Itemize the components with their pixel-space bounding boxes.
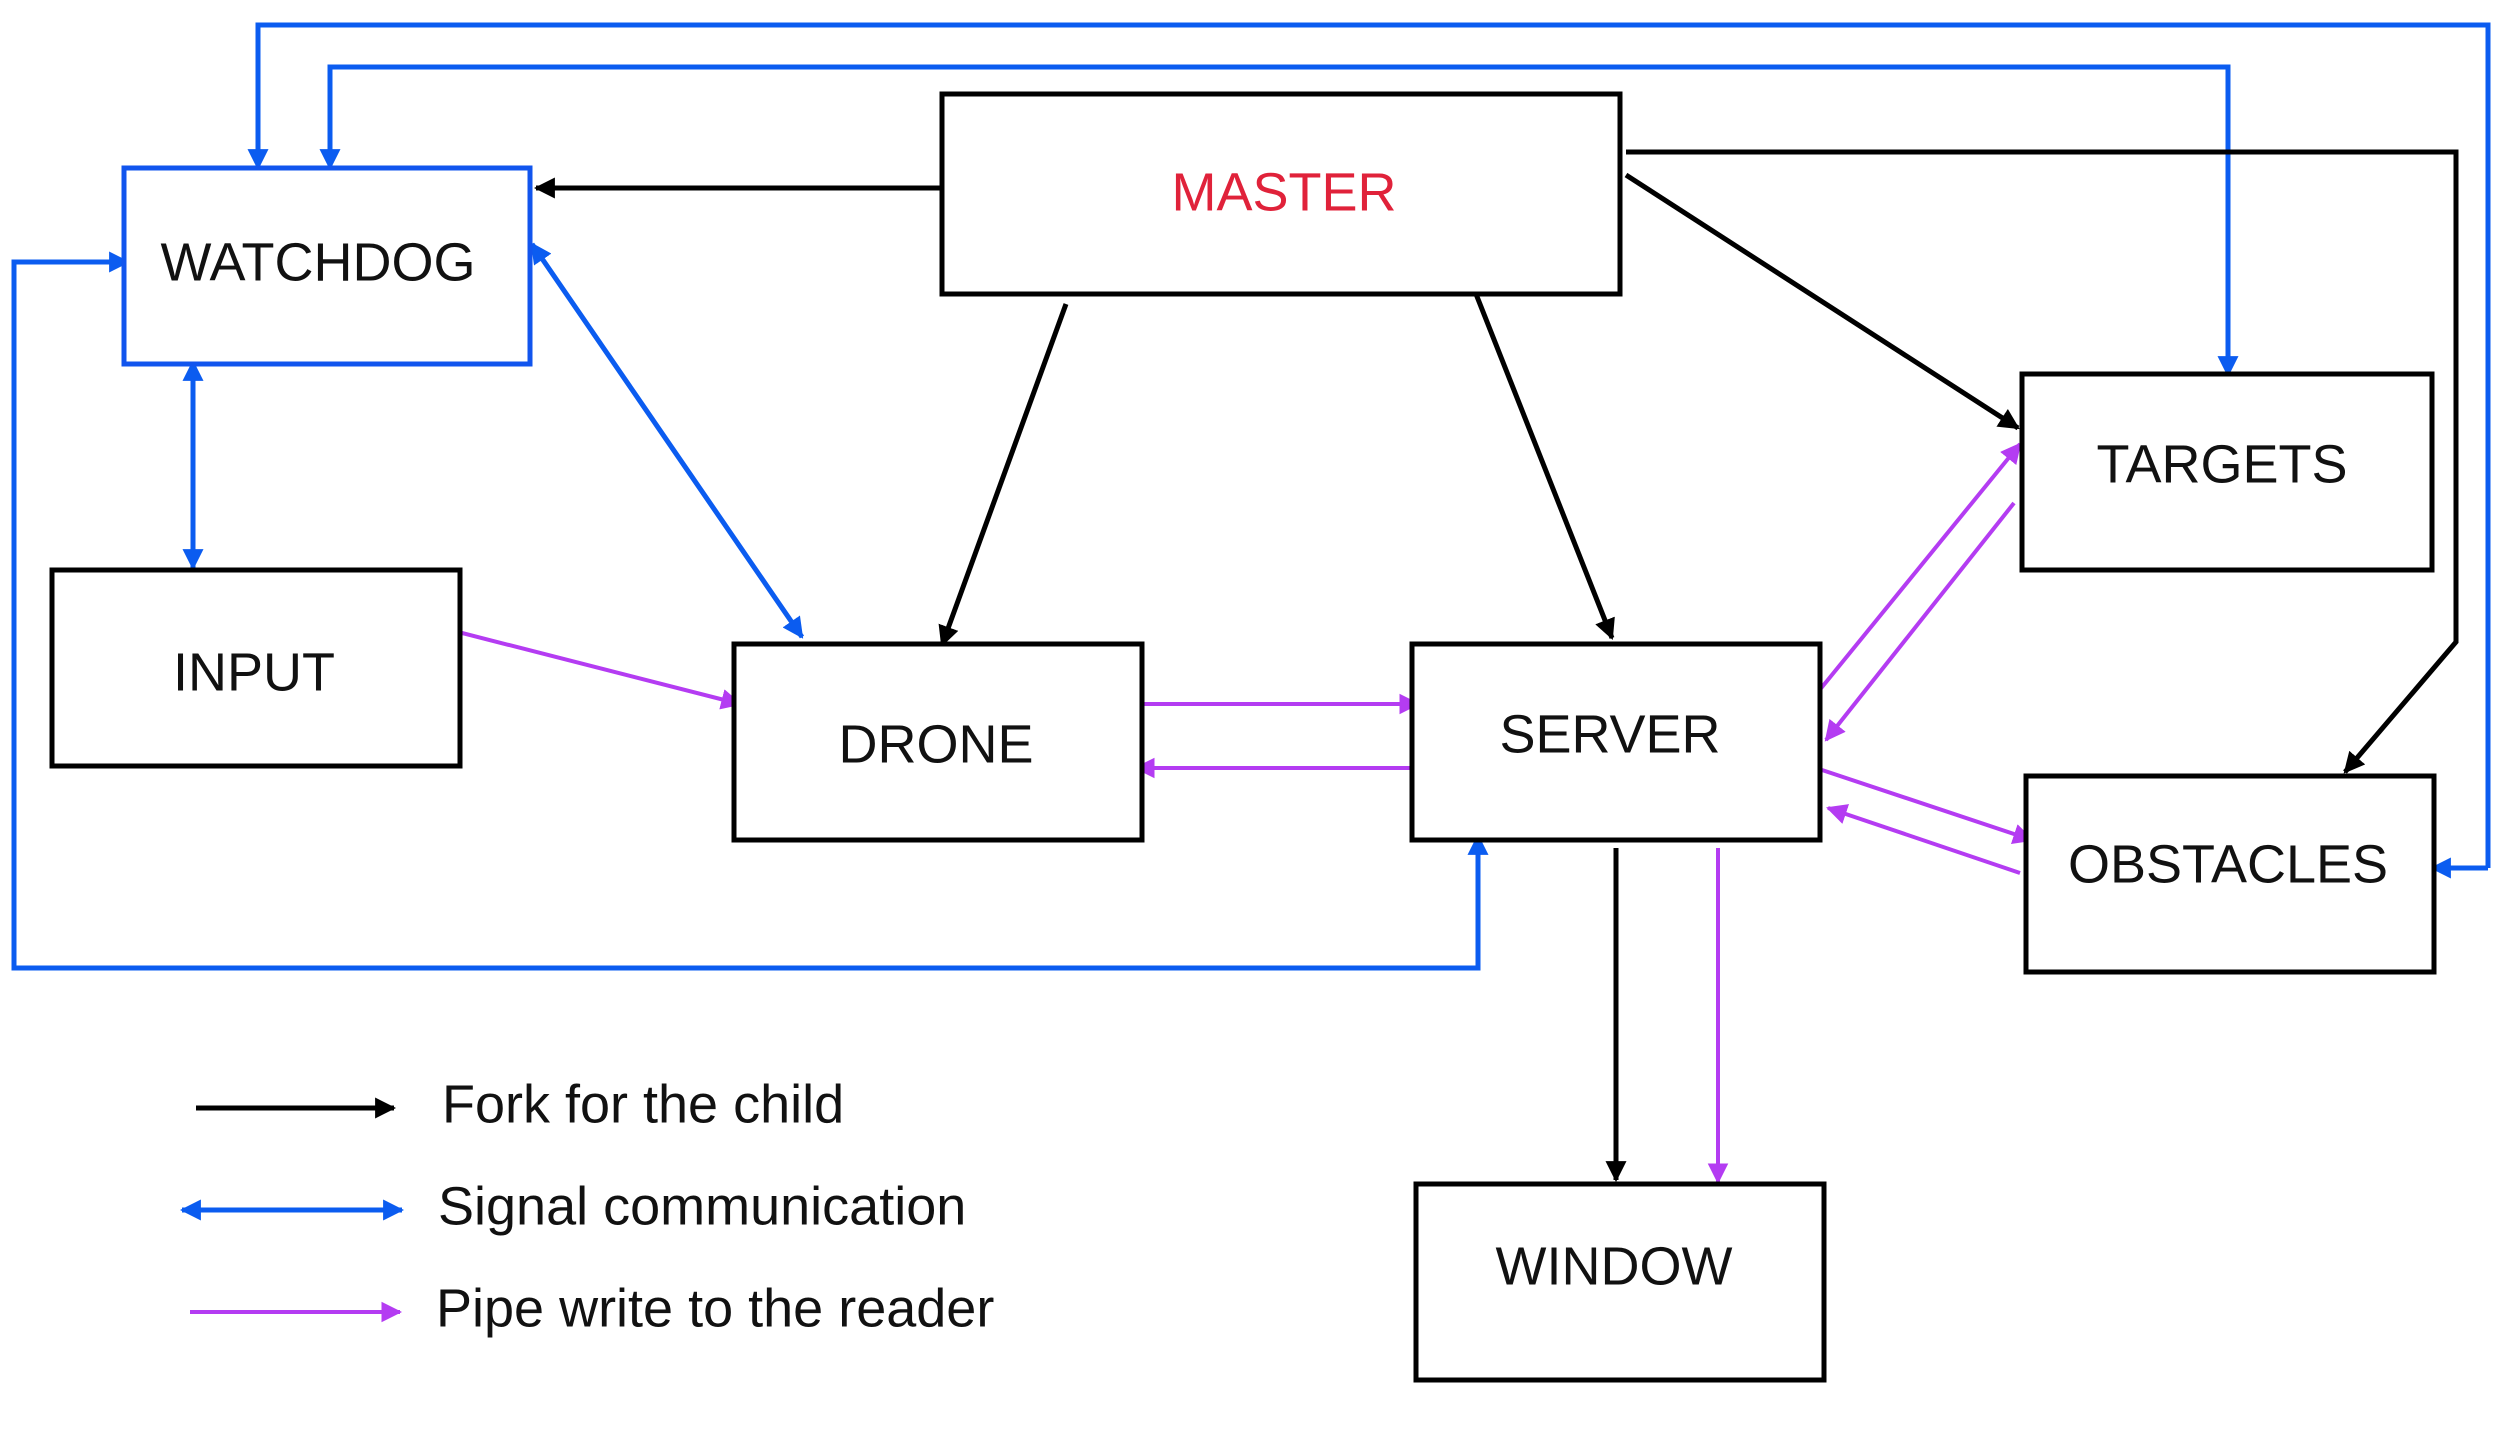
pipe-line-input-drone — [461, 631, 743, 710]
node-drone-label: DRONE — [838, 714, 1033, 774]
fork-line-master-server — [1473, 293, 1615, 640]
legend-item-fork: Fork for the child — [196, 1074, 844, 1134]
node-targets-label: TARGETS — [2096, 434, 2347, 494]
legend-pipe-label: Pipe write to the reader — [436, 1278, 994, 1338]
signal-line-watchdog-targets — [319, 64, 2239, 378]
pipe-line-server-targets — [1816, 442, 2022, 694]
fork-line-master-targets — [1624, 172, 2020, 431]
node-drone: DRONE — [731, 641, 1145, 843]
node-watchdog: WATCHDOG — [121, 165, 533, 367]
fork-line-master-drone — [938, 303, 1069, 647]
signal-line-obstacles-watchdog — [247, 22, 2491, 868]
node-input-label: INPUT — [173, 642, 335, 702]
signal-line-watchdog-drone — [529, 242, 805, 639]
node-targets: TARGETS — [2019, 371, 2435, 573]
node-input: INPUT — [49, 567, 463, 769]
node-watchdog-label: WATCHDOG — [161, 232, 476, 292]
node-obstacles: OBSTACLES — [2023, 773, 2437, 975]
fork-line-master-obstacles — [1626, 149, 2459, 774]
legend-item-signal: Signal communication — [179, 1176, 966, 1236]
pipe-line-targets-server — [1824, 501, 2016, 742]
node-server-label: SERVER — [1499, 704, 1720, 764]
node-window-label: WINDOW — [1496, 1236, 1733, 1296]
legend-signal-label: Signal communication — [438, 1176, 966, 1236]
node-master-label: MASTER — [1171, 162, 1396, 222]
legend-item-pipe: Pipe write to the reader — [190, 1278, 994, 1338]
node-master: MASTER — [939, 91, 1623, 297]
node-server: SERVER — [1409, 641, 1823, 843]
legend-fork-label: Fork for the child — [442, 1074, 844, 1134]
node-obstacles-label: OBSTACLES — [2068, 834, 2388, 894]
pipe-line-server-obstacles — [1821, 768, 2034, 844]
signal-line-server-watchdog — [11, 251, 1489, 971]
node-window: WINDOW — [1413, 1181, 1827, 1383]
legend: Fork for the child Signal communication … — [179, 1074, 994, 1338]
pipe-line-obstacles-server — [1826, 804, 2021, 875]
